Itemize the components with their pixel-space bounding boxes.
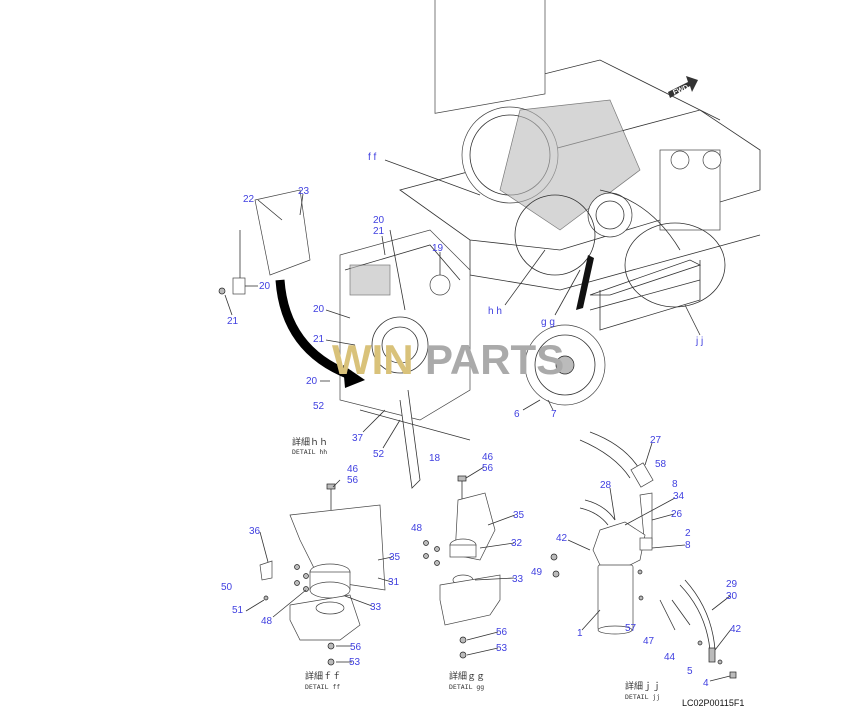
detail-ff-title: 詳細ｆｆ [305, 670, 341, 682]
detail-jj-drawing [550, 431, 737, 679]
part-label: 5 [687, 666, 693, 677]
detail-circle-jj [624, 222, 726, 308]
part-label: 2 [685, 528, 691, 539]
part-label: 21 [313, 334, 325, 345]
main-part-labels: 22 23 20 21 20 21 19 20 21 20 52 37 52 1… [227, 186, 557, 464]
part-label: 26 [671, 509, 683, 520]
part-label: 46 [347, 464, 359, 475]
part-label: 23 [298, 186, 310, 197]
part-label: 46 [482, 452, 494, 463]
detail-gg-labels: 46 56 35 48 32 33 56 53 詳細ｇｇ DETAIL gg [411, 452, 525, 691]
svg-text:FWD: FWD [672, 84, 689, 96]
detail-hh-subtitle: DETAIL hh [292, 448, 327, 456]
leader-lines [224, 193, 733, 682]
part-label: 27 [650, 435, 662, 446]
part-label: 33 [370, 602, 382, 613]
part-label: 35 [389, 552, 401, 563]
detail-jj-subtitle: DETAIL jj [625, 693, 660, 701]
part-label: 20 [373, 215, 385, 226]
part-label: 53 [349, 657, 361, 668]
part-label: 35 [513, 510, 525, 521]
part-label: 28 [600, 480, 612, 491]
part-label: 47 [643, 636, 655, 647]
machine-frame: FWD [384, 0, 761, 406]
part-label: 52 [373, 449, 385, 460]
part-label: 56 [482, 463, 494, 474]
part-label: 19 [432, 243, 444, 254]
part-label: 37 [352, 433, 364, 444]
detail-jj-title: 詳細ｊｊ [625, 680, 661, 692]
detail-ref-gg: g g [541, 317, 555, 328]
part-label: 50 [221, 582, 233, 593]
part-label: 42 [556, 533, 568, 544]
detail-gg-drawing [423, 475, 501, 659]
detail-circle-hh [514, 194, 596, 276]
part-label: 33 [512, 574, 524, 585]
detail-ff-subtitle: DETAIL ff [305, 683, 340, 691]
part-label: 56 [350, 642, 362, 653]
part-label: 30 [726, 591, 738, 602]
part-label: 18 [429, 453, 441, 464]
detail-ref-hh: h h [488, 306, 502, 317]
part-label: 56 [496, 627, 508, 638]
part-label: 4 [703, 678, 709, 689]
detail-gg-title: 詳細ｇｇ [449, 670, 485, 682]
part-label: 8 [672, 479, 678, 490]
part-label: 7 [551, 409, 557, 420]
detail-hh-title: 詳細ｈｈ [292, 436, 328, 448]
part-label: 6 [514, 409, 520, 420]
drawing-code: LC02P00115F1 [682, 698, 744, 708]
detail-ff-drawing [259, 483, 386, 666]
part-label: 31 [388, 577, 400, 588]
part-label: 8 [685, 540, 691, 551]
part-label: 49 [531, 567, 543, 578]
part-label: 44 [664, 652, 676, 663]
part-label: 56 [347, 475, 359, 486]
part-label: 20 [259, 281, 271, 292]
part-label: 53 [496, 643, 508, 654]
part-label: 48 [411, 523, 423, 534]
part-label: 29 [726, 579, 738, 590]
detail-jj-labels: 27 58 28 8 34 26 42 2 8 49 1 57 47 44 29… [531, 435, 742, 701]
part-label: 21 [373, 226, 385, 237]
part-label: 22 [243, 194, 255, 205]
detail-ff-labels: 46 56 36 50 51 48 35 31 33 56 53 詳細ｆｆ DE… [221, 464, 401, 691]
part-label: 34 [673, 491, 685, 502]
svg-text:WIN: WIN [332, 336, 414, 383]
part-label: 21 [227, 316, 239, 327]
part-label: 1 [577, 628, 583, 639]
watermark: WIN PARTS [332, 336, 564, 383]
part-label: 51 [232, 605, 244, 616]
detail-ref-ff: f f [368, 152, 377, 163]
svg-text:PARTS: PARTS [425, 336, 564, 383]
part-label: 57 [625, 623, 637, 634]
part-label: 48 [261, 616, 273, 627]
engine-assembly [218, 189, 471, 489]
part-label: 36 [249, 526, 261, 537]
part-label: 20 [313, 304, 325, 315]
part-label: 42 [730, 624, 742, 635]
fwd-arrow-icon: FWD [668, 76, 698, 98]
detail-ref-jj: j j [695, 336, 703, 347]
detail-gg-subtitle: DETAIL gg [449, 683, 484, 691]
part-label: 32 [511, 538, 523, 549]
part-label: 52 [313, 401, 325, 412]
part-label: 58 [655, 459, 667, 470]
part-label: 20 [306, 376, 318, 387]
